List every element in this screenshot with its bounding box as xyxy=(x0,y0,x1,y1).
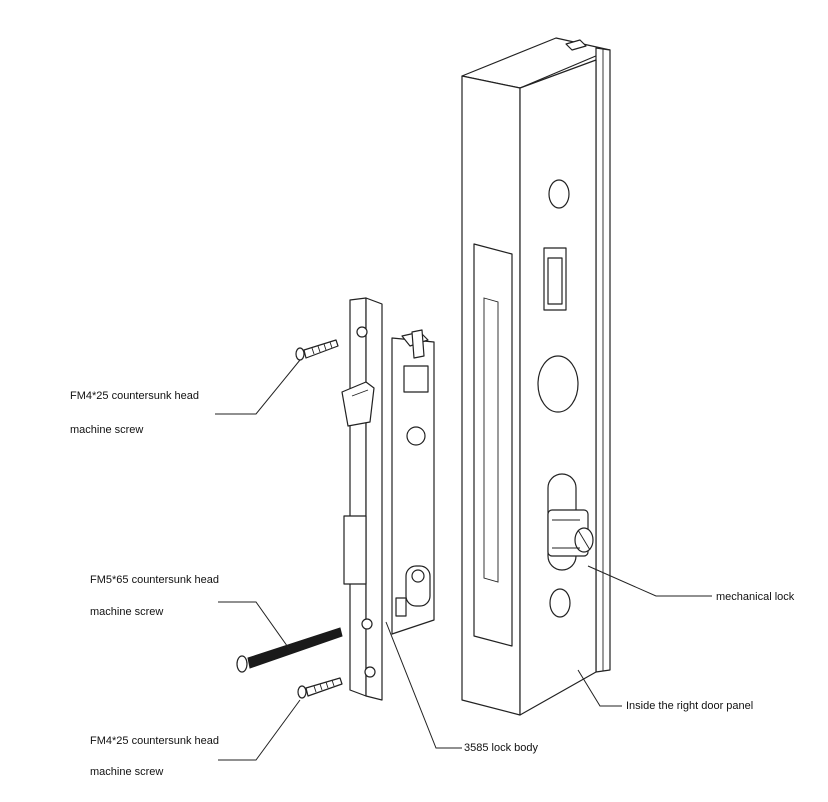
leader-lines xyxy=(215,359,712,761)
label-screw-mid-line1: FM5*65 countersunk head xyxy=(90,574,220,586)
label-screw-top-line2: machine screw xyxy=(70,424,144,436)
label-screw-mid-line2: machine screw xyxy=(90,606,164,618)
label-mechanical-lock: mechanical lock xyxy=(716,591,795,603)
label-screw-bottom-line1: FM4*25 countersunk head xyxy=(90,735,220,747)
screw-top xyxy=(295,339,339,361)
mechanical-lock-cylinder xyxy=(547,509,594,557)
lock-body xyxy=(341,297,435,701)
label-door-panel: Inside the right door panel xyxy=(626,700,754,712)
screw-bottom xyxy=(297,677,343,699)
door-panel xyxy=(461,37,611,716)
label-screw-bottom-line2: machine screw xyxy=(90,766,164,778)
label-screw-top-line1: FM4*25 countersunk head xyxy=(70,390,200,402)
label-lock-body: 3585 lock body xyxy=(464,742,538,754)
screw-mid xyxy=(236,627,343,673)
